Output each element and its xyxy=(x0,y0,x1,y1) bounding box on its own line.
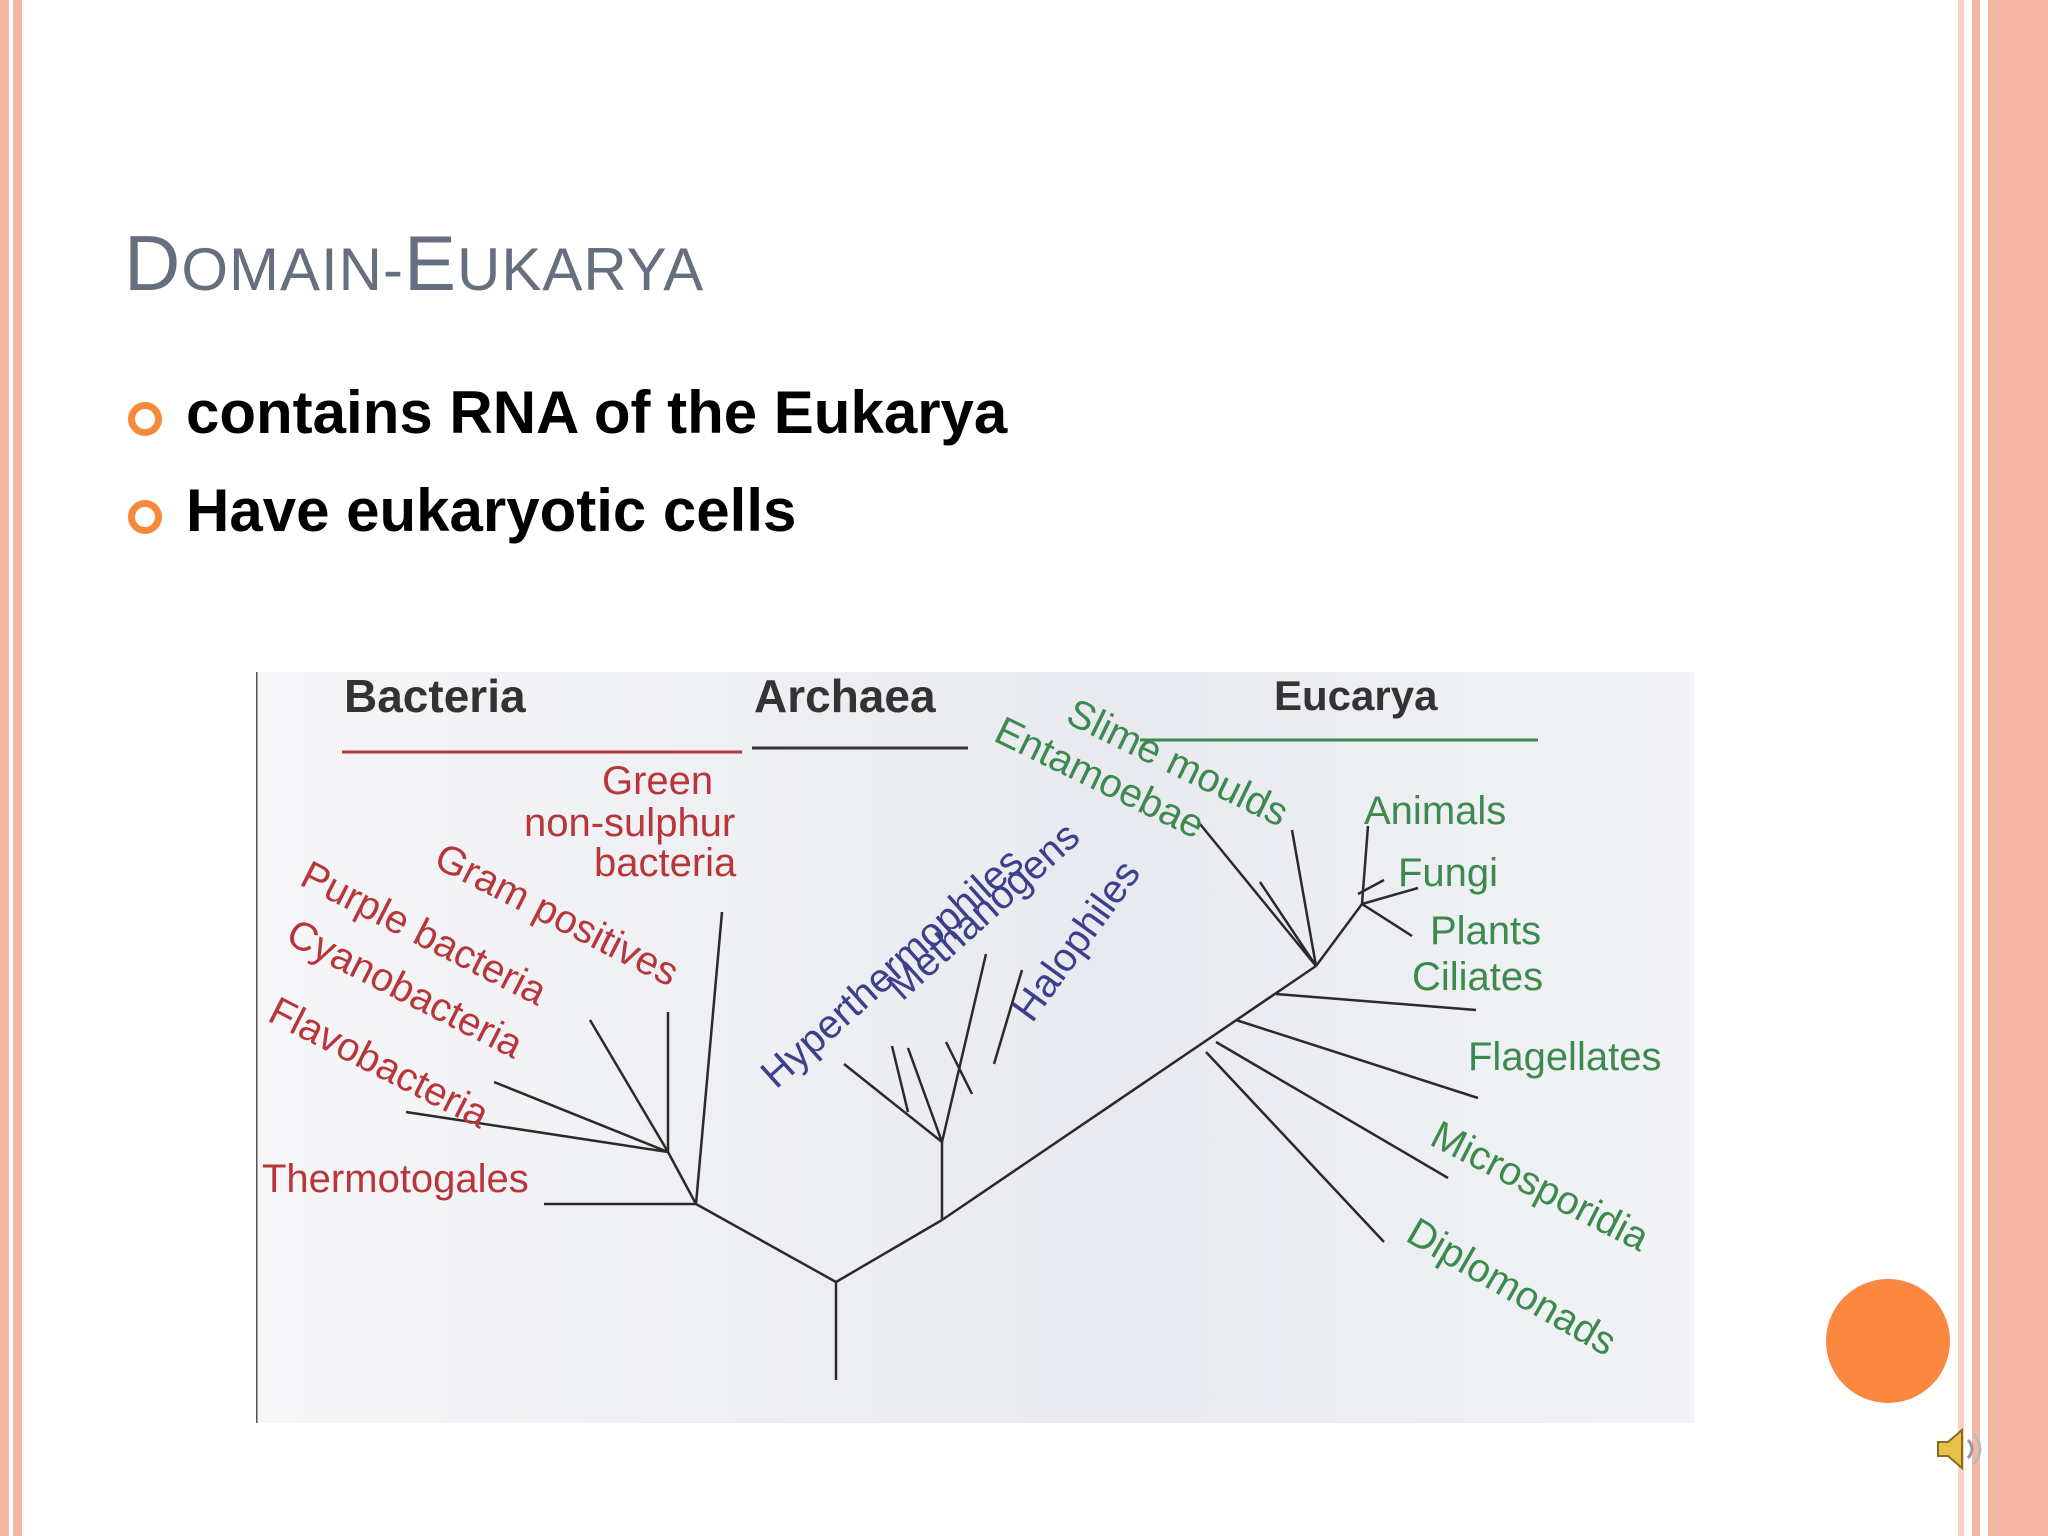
bullet-icon xyxy=(128,402,162,436)
bullet-text: Have eukaryotic cells xyxy=(186,477,797,544)
header-eucarya: Eucarya xyxy=(1274,672,1438,719)
tree-branches xyxy=(405,823,1479,1380)
eucarya-labels: Slime moulds Entamoebae Animals Fungi Pl… xyxy=(988,691,1661,1365)
label-animals: Animals xyxy=(1364,789,1506,833)
header-bacteria: Bacteria xyxy=(344,672,526,722)
label-green: Green xyxy=(602,759,713,803)
label-flagellates: Flagellates xyxy=(1468,1035,1661,1079)
bullet-icon xyxy=(128,500,162,534)
bullet-text: contains RNA of the Eukarya xyxy=(186,379,1008,446)
speaker-icon[interactable] xyxy=(1932,1424,1992,1474)
label-ciliates: Ciliates xyxy=(1412,955,1543,999)
slide-frame-right xyxy=(1958,0,2048,1536)
label-thermotogales: Thermotogales xyxy=(262,1157,529,1201)
header-archaea: Archaea xyxy=(754,672,936,722)
slide-frame-left xyxy=(0,0,22,1536)
label-fungi: Fungi xyxy=(1398,851,1498,895)
orange-circle xyxy=(1826,1279,1950,1403)
slide-title: DOMAIN-EUKARYA xyxy=(124,219,705,307)
label-plants: Plants xyxy=(1430,909,1541,953)
label-bacteria-line: bacteria xyxy=(594,841,737,885)
bacteria-labels: Green non-sulphur bacteria Gram positive… xyxy=(262,759,737,1201)
label-non-sulphur: non-sulphur xyxy=(524,801,735,845)
phylogenetic-tree-diagram: Bacteria Archaea Eucarya xyxy=(256,672,1694,1423)
